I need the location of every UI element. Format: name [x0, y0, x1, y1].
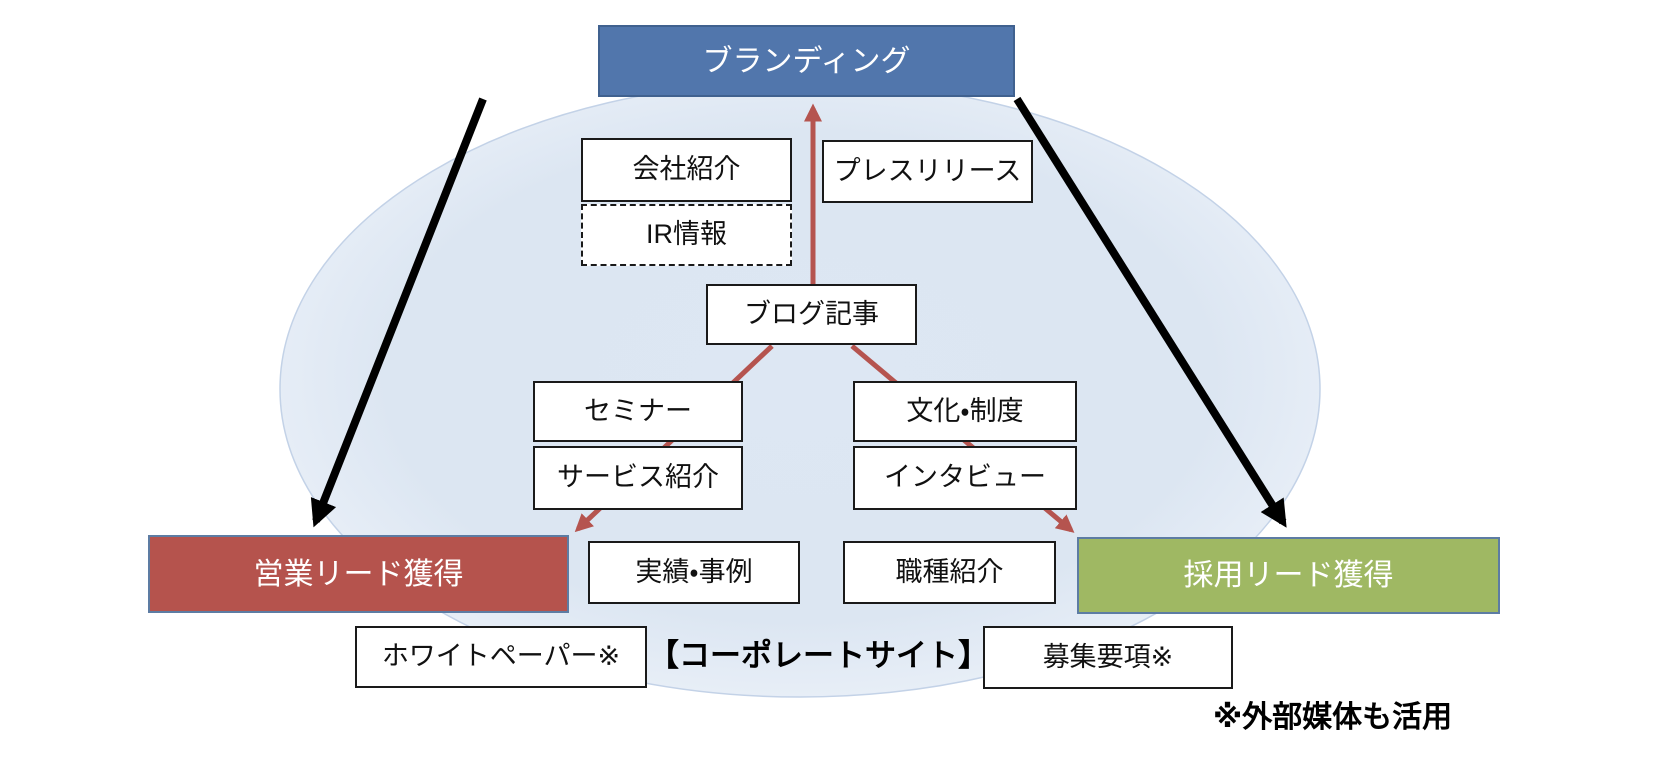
node-press-release: プレスリリース — [822, 140, 1033, 203]
node-branding: ブランディング — [598, 25, 1015, 97]
node-blog-articles: ブログ記事 — [706, 284, 917, 345]
arrow-branding-to-recruit-lead — [1013, 96, 1287, 528]
node-whitepaper: ホワイトペーパー※ — [355, 626, 647, 688]
node-company-intro: 会社紹介 — [581, 138, 792, 202]
node-ir-info: IR情報 — [581, 204, 792, 266]
node-interview: インタビュー — [853, 446, 1077, 510]
external-media-footnote: ※外部媒体も活用 — [1213, 701, 1453, 734]
node-culture-system: 文化・制度 — [853, 381, 1077, 442]
node-service-intro: サービス紹介 — [533, 446, 743, 510]
node-seminar: セミナー — [533, 381, 743, 442]
node-job-intro: 職種紹介 — [843, 541, 1056, 604]
arrow-branding-to-sales-lead — [310, 97, 487, 528]
node-case-studies: 実績・事例 — [588, 541, 800, 604]
corporate-site-caption: 【コーポレートサイト】 — [648, 638, 989, 673]
node-job-requirements: 募集要項※ — [983, 626, 1233, 689]
node-recruit-lead-acquisition: 採用リード獲得 — [1077, 537, 1500, 614]
node-sales-lead-acquisition: 営業リード獲得 — [148, 535, 569, 613]
